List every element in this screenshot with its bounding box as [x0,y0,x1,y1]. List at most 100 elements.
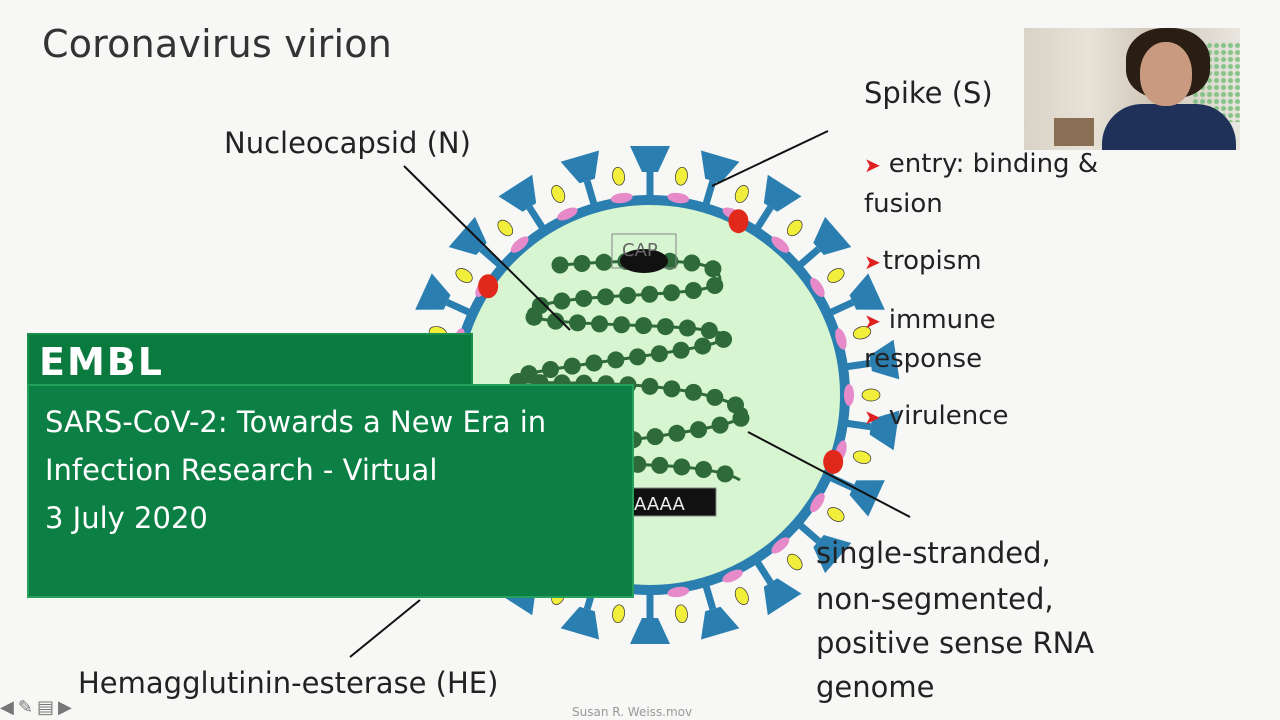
nucleocapsid-bead [668,424,686,442]
nucleocapsid-bead [672,341,690,359]
he-pointer [349,599,421,658]
polya-label: AAAA [634,494,685,515]
nucleocapsid-bead [683,254,701,272]
nucleocapsid-bead [595,253,613,271]
bullet-tropism-text: tropism [882,246,982,276]
player-controls: ◀ ✎ ▤ ▶ [0,697,72,718]
nucleocapsid-bead [619,286,637,304]
nucleocapsid-bead [690,421,708,439]
webcam-shelf [1054,118,1094,146]
nucleocapsid-bead [591,315,609,333]
he-protein [728,209,749,234]
membrane-protein [510,236,529,253]
envelope-protein [551,185,566,203]
envelope-protein [786,219,803,237]
speaker-face [1140,42,1192,106]
envelope-protein [612,166,625,186]
nucleocapsid-bead [715,330,733,348]
nucleocapsid-label: Nucleocapsid (N) [224,126,471,160]
envelope-protein [827,268,845,283]
nucleocapsid-bead [635,317,653,335]
video-filename: Susan R. Weiss.mov [572,705,693,719]
envelope-protein [675,166,688,186]
bullet-entry: ➤entry: binding & [864,145,1098,184]
nucleocapsid-pointer [403,165,571,331]
arrow-icon: ➤ [864,250,881,274]
nucleocapsid-bead [694,337,712,355]
envelope-protein [675,604,688,624]
forward-icon[interactable]: ▶ [57,697,72,718]
pen-icon[interactable]: ✎ [17,697,33,718]
membrane-protein [844,384,854,406]
spike-head [560,606,600,640]
envelope-protein [861,388,881,402]
spike-head [869,339,900,380]
nucleocapsid-bead [678,319,696,337]
nucleocapsid-bead [651,456,669,474]
conference-line-1: SARS-CoV-2: Towards a New Era in [45,405,547,439]
bullet-response: response [864,344,983,374]
membrane-protein [810,277,825,298]
nucleocapsid-bead [704,260,722,278]
envelope-protein [734,185,749,203]
conference-line-2: Infection Research - Virtual [45,453,438,487]
nucleocapsid-bead [732,409,750,427]
nucleocapsid-bead [563,357,581,375]
arrow-icon: ➤ [864,153,881,177]
nucleocapsid-bead [525,308,543,326]
he-label: Hemagglutinin-esterase (HE) [78,666,499,700]
spike-head [415,273,451,310]
nucleocapsid-bead [706,277,724,295]
bullet-immune-text: immune [888,305,996,335]
membrane-protein [771,537,790,554]
spike-label: Spike (S) [864,76,993,110]
bullet-virulence-text: virulence [888,401,1009,431]
nucleocapsid-bead [629,348,647,366]
membrane-protein [722,569,743,583]
genome-line-1: single-stranded, [816,536,1051,570]
menu-icon[interactable]: ▤ [36,697,54,718]
membrane-protein [771,236,790,253]
polya-box [625,487,717,517]
conference-info-box: SARS-CoV-2: Towards a New Era in Infecti… [27,384,634,598]
speaker-webcam [1024,28,1240,150]
genome-pointer [747,431,911,518]
membrane-protein [557,207,578,221]
envelope-protein [455,268,473,283]
slide-title: Coronavirus virion [42,22,392,66]
spike-head [498,174,537,212]
nucleocapsid-bead [716,465,734,483]
nucleocapsid-bead [700,322,718,340]
nucleocapsid-bead [695,460,713,478]
genome-line-3: positive sense RNA [816,626,1095,660]
nucleocapsid-bead [663,284,681,302]
envelope-protein [612,604,625,624]
spike-head [700,606,740,640]
nucleocapsid-bead [684,281,702,299]
bullet-immune: ➤immune [864,301,996,340]
membrane-protein [610,192,633,204]
spike-head [849,273,885,310]
envelope-protein [852,450,872,464]
membrane-protein [667,192,690,204]
nucleocapsid-bead [575,290,593,308]
spike-pointer [711,130,829,187]
nucleocapsid-bead [656,318,674,336]
nucleocapsid-bead [553,292,571,310]
back-icon[interactable]: ◀ [0,697,14,718]
nucleocapsid-bead [541,361,559,379]
envelope-protein [497,219,514,237]
nucleocapsid-bead [646,428,664,446]
nucleocapsid-bead [607,351,625,369]
nucleocapsid-bead [547,312,565,330]
envelope-protein [827,507,845,522]
nucleocapsid-bead [641,285,659,303]
genome-line-4: genome [816,670,935,704]
spike-head [630,146,670,172]
he-protein [478,274,499,299]
conference-date: 3 July 2020 [45,501,208,535]
spike-head [763,174,802,212]
nucleocapsid-bead [673,458,691,476]
spike-head [560,150,600,184]
envelope-protein [786,553,803,571]
